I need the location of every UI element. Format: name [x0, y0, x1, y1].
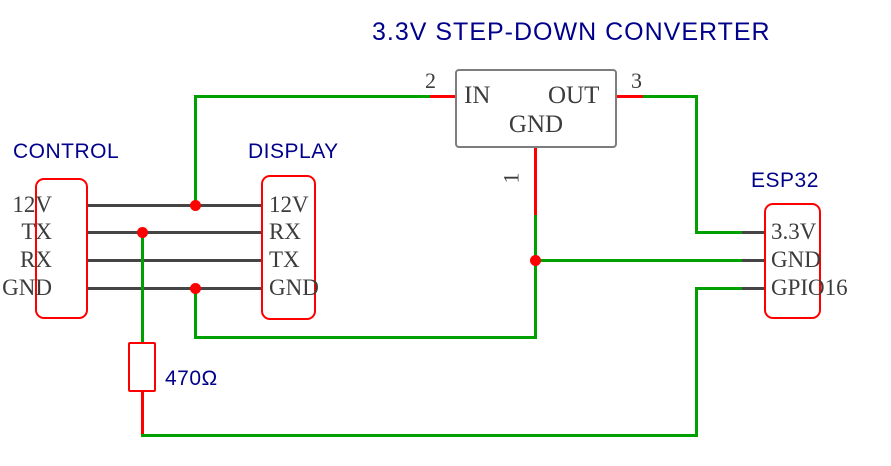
converter-pin-in: IN — [464, 82, 491, 109]
wire-esp32-3v3-stub — [742, 231, 767, 234]
schematic-title: 3.3V STEP-DOWN CONVERTER — [372, 18, 771, 46]
display-label: DISPLAY — [248, 140, 339, 163]
control-pin-12v: 12V — [12, 192, 52, 217]
junction-tx — [137, 227, 148, 238]
wire-12v-riser — [194, 95, 197, 207]
wire-gnd-left-drop — [194, 287, 197, 339]
wire-converter-pin3-stub — [613, 95, 643, 98]
wire-out-horizontal — [643, 95, 698, 98]
wire-control-display-rx-tx — [86, 259, 264, 262]
esp32-label: ESP32 — [751, 169, 819, 192]
wire-gnd-dropper — [534, 215, 537, 263]
resistor-body — [128, 342, 156, 392]
control-pin-rx: RX — [20, 247, 52, 272]
wire-control-display-gnd — [86, 287, 264, 290]
resistor-value-label: 470Ω — [165, 367, 218, 390]
display-pin-gnd: GND — [269, 275, 319, 300]
converter-pin-number-2: 2 — [425, 68, 436, 93]
wire-converter-pin2-stub — [430, 95, 457, 98]
display-pin-rx: RX — [269, 219, 301, 244]
converter-pin-out: OUT — [548, 82, 600, 109]
wire-gpio16-riser — [695, 287, 698, 437]
control-pin-gnd: GND — [2, 275, 52, 300]
esp32-part-body — [764, 203, 821, 319]
wire-to-esp32-3v3 — [695, 231, 742, 234]
wire-gnd-to-esp32 — [535, 259, 742, 262]
esp32-pin-gpio16: GPIO16 — [771, 275, 848, 300]
junction-gnd-left — [190, 283, 201, 294]
junction-12v — [190, 200, 201, 211]
esp32-pin-3v3: 3.3V — [771, 219, 817, 244]
wire-control-display-tx-rx — [86, 231, 264, 234]
converter-pin-gnd: GND — [508, 111, 564, 138]
converter-pin-number-1: 1 — [498, 172, 524, 184]
control-label: CONTROL — [13, 140, 120, 163]
wire-control-display-12v — [86, 204, 264, 207]
display-pin-12v: 12V — [269, 192, 309, 217]
wire-out-dropper — [695, 95, 698, 234]
wire-12v-to-converter-in — [194, 95, 430, 98]
wire-gnd-return — [194, 336, 537, 339]
wire-to-esp32-gpio16 — [695, 287, 742, 290]
junction-gnd-center — [530, 255, 541, 266]
display-pin-tx: TX — [269, 247, 300, 272]
converter-pin-number-3: 3 — [631, 68, 642, 93]
converter-part-body — [455, 69, 617, 148]
wire-esp32-gpio16-stub — [742, 287, 767, 290]
wire-resistor-bottom-lead — [141, 391, 144, 437]
display-part-body — [261, 175, 316, 320]
wire-esp32-gnd-stub — [742, 259, 767, 262]
wire-gnd-node-down — [534, 261, 537, 339]
wire-bottom-run — [141, 434, 698, 437]
control-pin-tx: TX — [21, 219, 52, 244]
control-part-body — [35, 178, 88, 319]
wire-converter-pin1-stub — [534, 146, 537, 215]
wire-tx-to-resistor — [141, 231, 144, 343]
esp32-pin-gnd: GND — [771, 247, 821, 272]
